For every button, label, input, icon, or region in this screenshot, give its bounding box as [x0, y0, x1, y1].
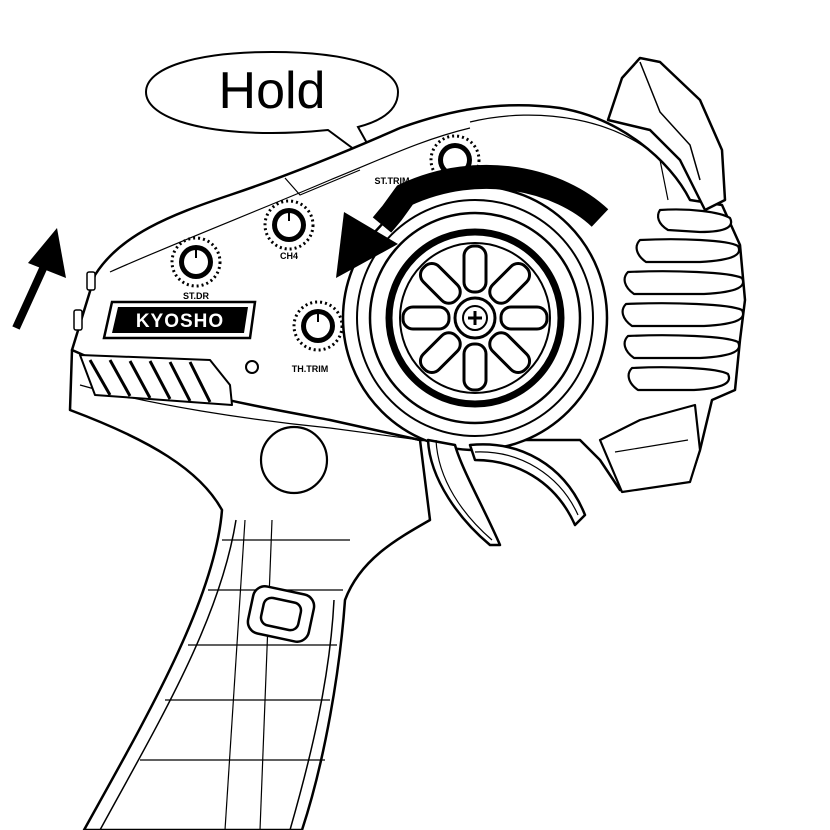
- st-trim-knob[interactable]: ST.TRIM: [375, 134, 481, 186]
- ch4-knob[interactable]: CH4: [263, 199, 315, 261]
- tilt-up-arrow-icon: [12, 228, 66, 330]
- hold-callout: Hold: [144, 50, 400, 171]
- rotate-counterclockwise-arrow-icon: [336, 164, 609, 278]
- pistol-grip: [68, 348, 432, 830]
- th-trim-label: TH.TRIM: [292, 364, 329, 374]
- throttle-trigger[interactable]: [426, 438, 587, 547]
- st-dr-knob[interactable]: ST.DR: [170, 236, 222, 301]
- hold-callout-text: Hold: [219, 62, 326, 120]
- kyosho-logo-text: KYOSHO: [136, 311, 224, 332]
- st-dr-label: ST.DR: [183, 291, 210, 301]
- steering-wheel[interactable]: [341, 184, 609, 452]
- kyosho-logo: KYOSHO: [102, 300, 257, 340]
- st-trim-label: ST.TRIM: [375, 176, 410, 186]
- ch4-label: CH4: [280, 251, 298, 261]
